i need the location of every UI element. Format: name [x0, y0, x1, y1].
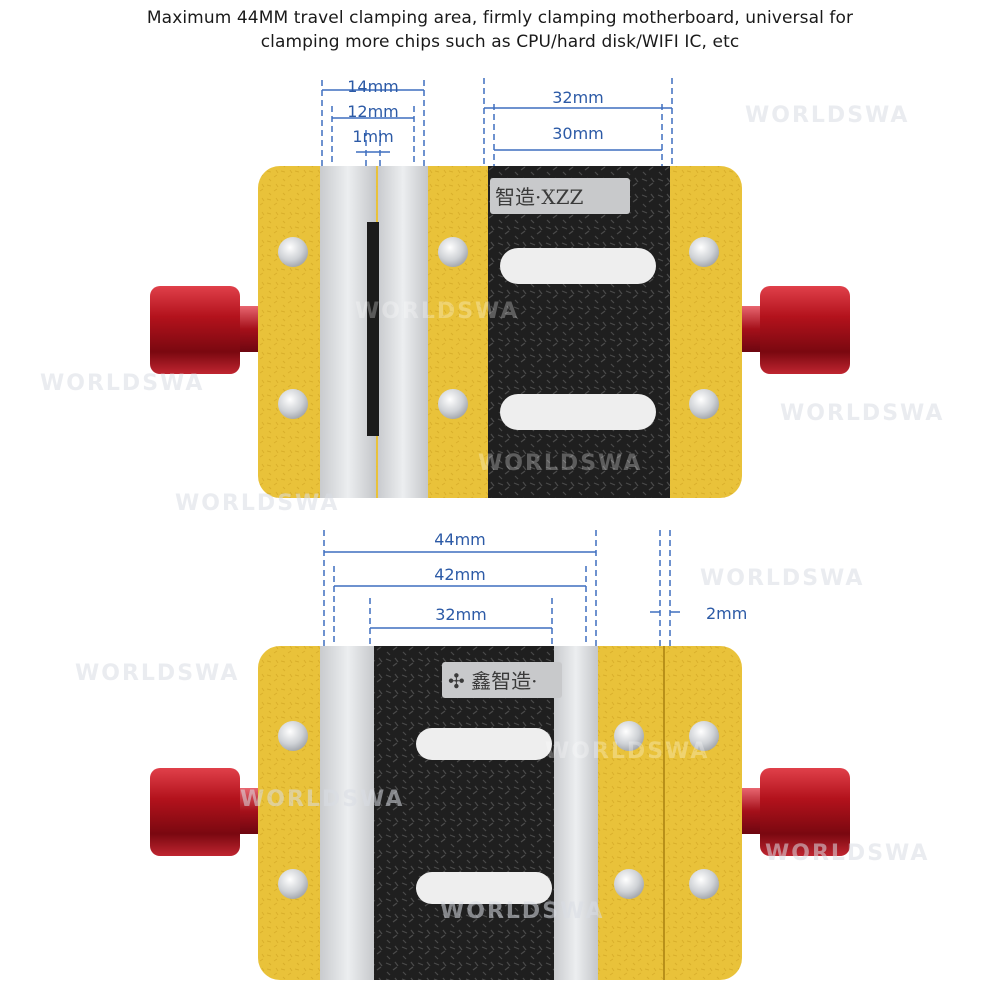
pad-slot-upper	[500, 248, 656, 284]
brand-plate-text: ✣ 鑫智造·	[448, 669, 537, 693]
screw-icon	[278, 389, 308, 419]
pad-slot-lower	[416, 872, 552, 904]
dim-label-12mm: 12mm	[347, 102, 399, 121]
screw-icon	[689, 869, 719, 899]
watermark-text: WORLDSWA	[240, 787, 404, 812]
brand-plate	[442, 662, 562, 698]
left-knob	[150, 286, 265, 374]
description-line-1: Maximum 44MM travel clamping area, firml…	[146, 8, 854, 28]
watermark-text: WORLDSWA	[355, 299, 519, 324]
dim-label-30mm: 30mm	[552, 124, 604, 143]
brand-plate	[490, 178, 630, 214]
screw-icon	[614, 721, 644, 751]
right-knob	[735, 286, 850, 374]
screw-icon	[278, 869, 308, 899]
screw-icon	[689, 389, 719, 419]
pad-slot-upper	[416, 728, 552, 760]
watermark-text: WORLDSWA	[175, 491, 339, 516]
watermark-text: WORLDSWA	[478, 451, 642, 476]
silver-jaw-left	[320, 166, 376, 498]
description-line-2: clamping more chips such as CPU/hard dis…	[260, 32, 740, 52]
watermark-text: WORLDSWA	[40, 371, 204, 396]
dim-label-44mm: 44mm	[434, 530, 486, 549]
dim-label-32mm-bottom: 32mm	[435, 605, 487, 624]
dim-label-14mm: 14mm	[347, 77, 399, 96]
screw-icon	[689, 237, 719, 267]
watermark-text: WORLDSWA	[765, 841, 929, 866]
screw-icon	[278, 721, 308, 751]
silver-jaw-right	[554, 646, 598, 980]
brand-plate-text: 智造·XZZ	[495, 185, 583, 209]
watermarks: WORLDSWA WORLDSWA WORLDSWA WORLDSWA WORL…	[40, 103, 944, 924]
watermark-text: WORLDSWA	[780, 401, 944, 426]
bottom-fixture: ✣ 鑫智造·	[150, 646, 850, 980]
screw-icon	[438, 389, 468, 419]
dim-label-2mm: 2mm	[706, 604, 747, 623]
dim-label-1mm: 1mm	[352, 127, 393, 146]
black-pad	[374, 646, 554, 980]
center-slit	[367, 222, 379, 436]
watermark-text: WORLDSWA	[75, 661, 239, 686]
screw-icon	[278, 237, 308, 267]
screw-icon	[689, 721, 719, 751]
pad-slot-lower	[500, 394, 656, 430]
left-knob	[150, 768, 265, 856]
silver-jaw-right	[378, 166, 428, 498]
watermark-text: WORLDSWA	[745, 103, 909, 128]
silver-jaw-left	[320, 646, 376, 980]
top-dimensions	[321, 78, 673, 166]
screw-icon	[438, 237, 468, 267]
dim-label-32mm-top: 32mm	[552, 88, 604, 107]
watermark-text: WORLDSWA	[545, 739, 709, 764]
black-pad	[488, 166, 670, 498]
screw-icon	[614, 869, 644, 899]
dim-label-42mm: 42mm	[434, 565, 486, 584]
watermark-text: WORLDSWA	[440, 899, 604, 924]
watermark-text: WORLDSWA	[700, 566, 864, 591]
top-fixture: 智造·XZZ	[150, 166, 850, 498]
bottom-dimensions	[323, 530, 680, 646]
